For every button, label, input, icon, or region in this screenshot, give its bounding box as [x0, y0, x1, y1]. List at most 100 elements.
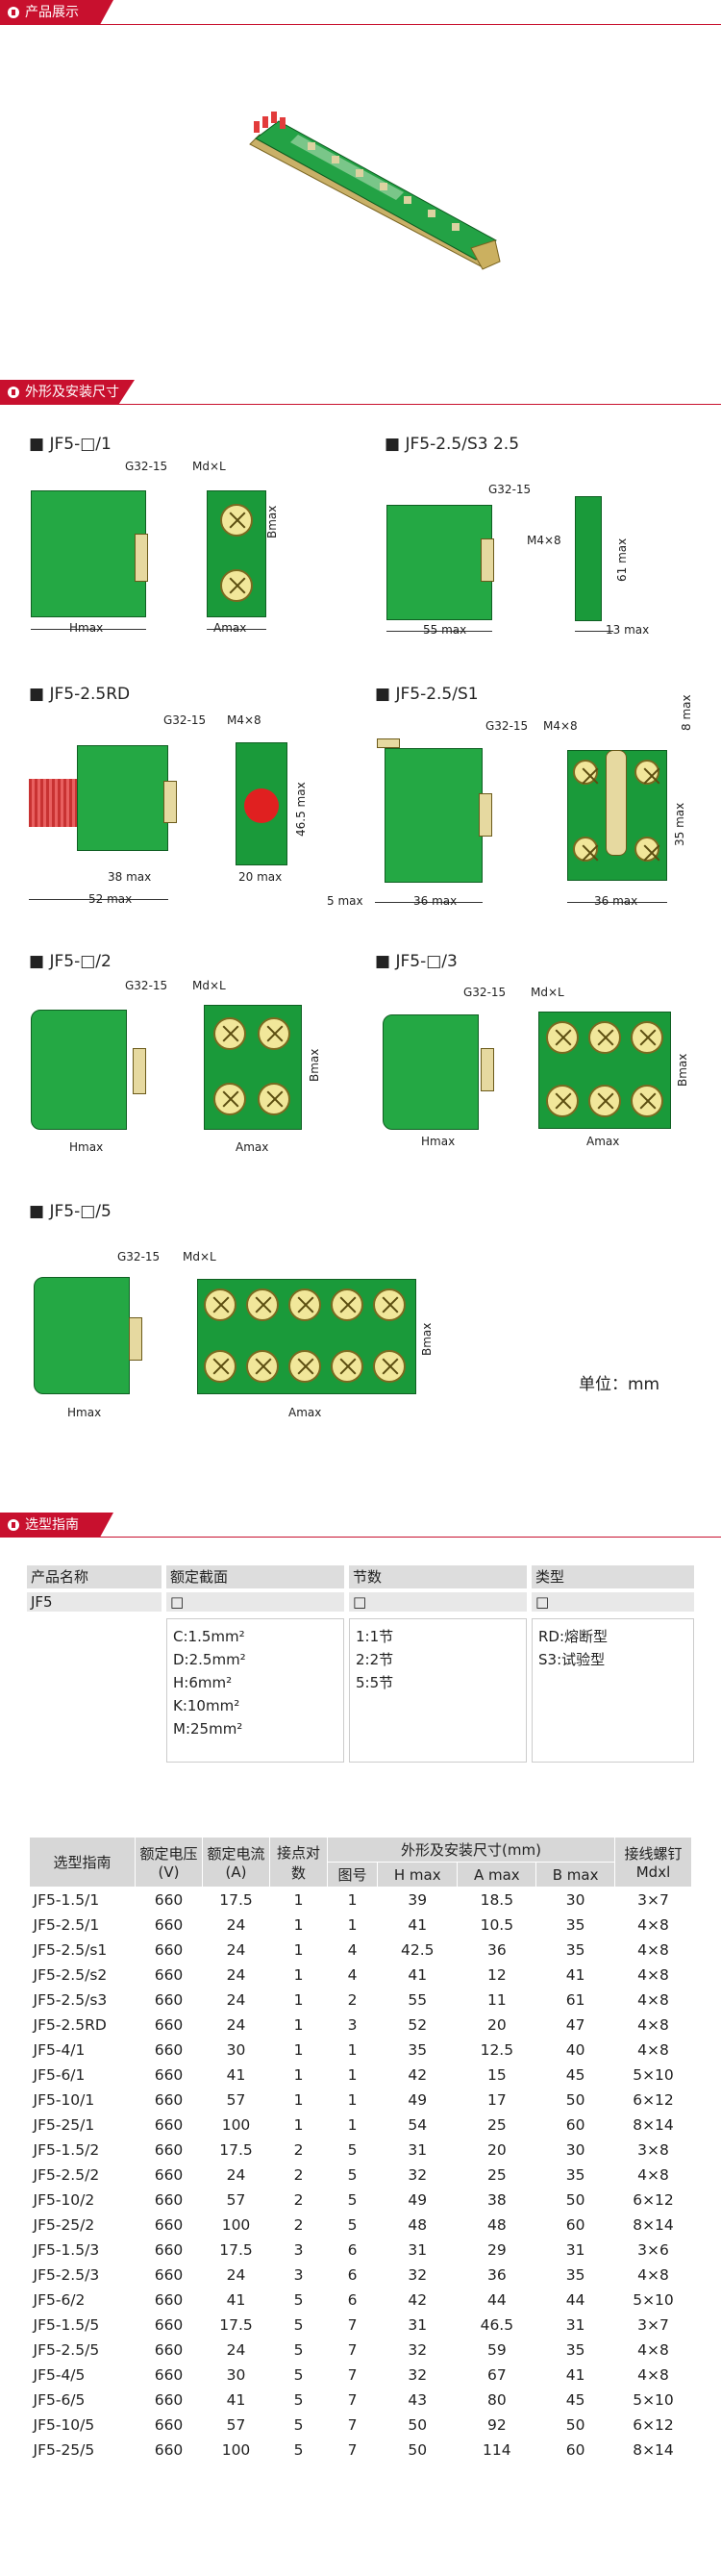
table-cell: 12.5	[480, 2040, 514, 2059]
table-cell: JF5-6/5	[33, 2390, 86, 2409]
table-cell: 1	[293, 1915, 304, 1934]
table-cell: 50	[408, 2415, 428, 2434]
section-title: 产品展示	[25, 5, 79, 20]
table-cell: 18.5	[480, 1890, 514, 1909]
th-current: 额定电流(A)	[202, 1837, 270, 1888]
table-cell: 40	[565, 2040, 585, 2059]
table-cell: 8×14	[633, 2115, 674, 2134]
side-view	[31, 1010, 127, 1130]
table-cell: 4×8	[637, 2365, 669, 2384]
table-cell: 17.5	[219, 2240, 253, 2259]
table-cell: 43	[408, 2390, 428, 2409]
dim-w: 55 max	[423, 623, 467, 637]
table-cell: 6	[347, 2240, 358, 2259]
table-cell: 5	[293, 2390, 304, 2409]
table-cell: JF5-4/5	[33, 2365, 86, 2384]
table-cell: 5×10	[633, 2290, 674, 2309]
table-cell: 55	[408, 1990, 428, 2009]
table-cell: 24	[226, 2265, 246, 2284]
section-icon	[8, 7, 19, 18]
dim-b: Bmax	[420, 1322, 434, 1356]
table-cell: 5	[293, 2290, 304, 2309]
table-cell: 12	[486, 1965, 507, 1984]
table-cell: 8×14	[633, 2215, 674, 2234]
sel-header-name: 产品名称	[27, 1565, 162, 1588]
rail-clip	[135, 534, 148, 582]
table-cell: 660	[154, 2440, 184, 2459]
side-view	[77, 745, 168, 851]
table-cell: 4×8	[637, 2340, 669, 2359]
table-cell: 36	[486, 2265, 507, 2284]
table-cell: 50	[565, 2190, 585, 2209]
table-cell: 42	[408, 2290, 428, 2309]
dim-a: Amax	[213, 621, 247, 635]
table-cell: 4×8	[637, 1965, 669, 1984]
table-cell: 6	[347, 2265, 358, 2284]
table-cell: 35	[565, 2165, 585, 2184]
table-cell: 5	[293, 2440, 304, 2459]
table-cell: 4	[347, 1940, 358, 1959]
screw-terminal	[288, 1288, 321, 1321]
sel-header-section: 额定截面	[166, 1565, 344, 1588]
table-cell: 100	[221, 2115, 251, 2134]
table-cell: 4×8	[637, 2040, 669, 2059]
table-cell: 52	[408, 2015, 428, 2034]
table-cell: 5×10	[633, 2065, 674, 2084]
table-cell: 41	[565, 2365, 585, 2384]
table-cell: 660	[154, 1890, 184, 1909]
side-view	[34, 1277, 130, 1394]
table-cell: 660	[154, 2215, 184, 2234]
table-cell: 3	[293, 2240, 304, 2259]
screw-label: M4×8	[543, 719, 578, 733]
table-cell: 17.5	[219, 1890, 253, 1909]
table-cell: 29	[486, 2240, 507, 2259]
th-model: 选型指南	[29, 1837, 136, 1888]
test-link	[606, 750, 627, 856]
section-title: 选型指南	[25, 1517, 79, 1533]
table-cell: 3	[347, 2015, 358, 2034]
table-cell: 31	[565, 2315, 585, 2334]
table-cell: 25	[486, 2115, 507, 2134]
rail-clip	[481, 538, 494, 582]
table-cell: 3×7	[637, 2315, 669, 2334]
side-view	[383, 1014, 479, 1130]
table-cell: 54	[408, 2115, 428, 2134]
table-cell: 660	[154, 2090, 184, 2109]
sel-options-type: RD:熔断型 S3:试验型	[532, 1618, 694, 1763]
table-cell: JF5-2.5/s2	[33, 1965, 108, 1984]
table-cell: 5	[293, 2415, 304, 2434]
sel-options-count: 1:1节 2:2节 5:5节	[349, 1618, 527, 1763]
diagram-title-jf5-s1: ■ JF5-2.5/S1	[375, 685, 479, 704]
sel-value-section: □	[166, 1592, 344, 1612]
table-cell: 35	[565, 1940, 585, 1959]
table-cell: 100	[221, 2440, 251, 2459]
screw-label: M4×8	[527, 534, 561, 547]
table-cell: 1	[293, 1890, 304, 1909]
table-cell: 59	[486, 2340, 507, 2359]
table-cell: 3×6	[637, 2240, 669, 2259]
rail-label: G32-15	[125, 460, 168, 473]
table-cell: 2	[347, 1990, 358, 2009]
table-cell: 660	[154, 2065, 184, 2084]
screw-terminal	[204, 1288, 236, 1321]
table-cell: 1	[293, 1990, 304, 2009]
table-cell: 1	[347, 1890, 358, 1909]
table-cell: 2	[293, 2140, 304, 2159]
dim-h: 61 max	[615, 538, 629, 582]
table-cell: 31	[565, 2240, 585, 2259]
table-cell: 5	[347, 2140, 358, 2159]
table-cell: 10.5	[480, 1915, 514, 1934]
dim-h: Hmax	[421, 1135, 456, 1148]
table-cell: JF5-10/5	[33, 2415, 95, 2434]
table-cell: 60	[565, 2215, 585, 2234]
rail-label: G32-15	[125, 979, 168, 992]
screw-label: Md×L	[192, 979, 226, 992]
screw-label: Md×L	[192, 460, 226, 473]
